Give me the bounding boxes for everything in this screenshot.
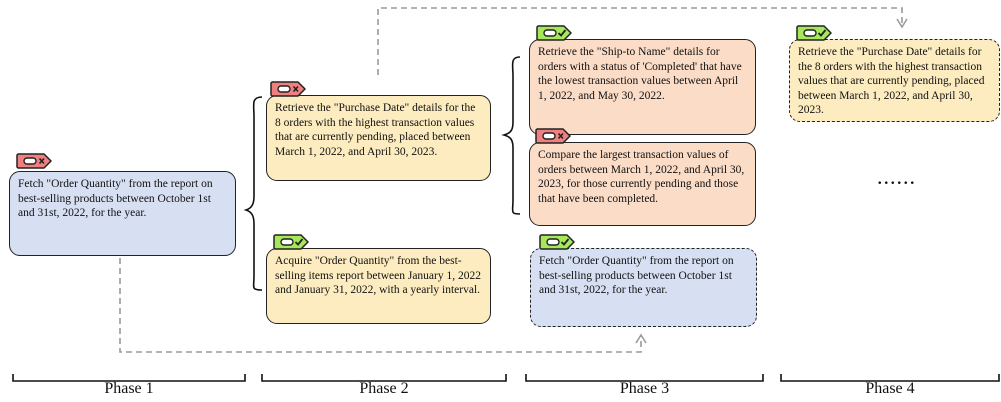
task-card-phase2-acquire: Acquire "Order Quantity" from the best-s… <box>266 248 491 324</box>
dashed-connector-p1-to-p3 <box>119 258 642 353</box>
red-ticket-cross-icon <box>535 128 571 144</box>
dashed-connector-p3-to-p4 <box>377 7 903 75</box>
task-card-phase2-retrieve-purchase: Retrieve the "Purchase Date" details for… <box>266 95 491 181</box>
phase-label-4: Phase 4 <box>865 380 915 397</box>
task-card-text: Retrieve the "Ship-to Name" details for … <box>538 46 742 102</box>
bracket-phase-1 <box>12 374 246 382</box>
brace-phase2 <box>243 96 263 291</box>
arrowhead-down <box>896 18 908 29</box>
arrowhead-up <box>635 333 647 344</box>
more-steps-ellipsis: ...... <box>877 164 916 189</box>
green-ticket-check-icon <box>536 25 572 41</box>
phase-label-1: Phase 1 <box>104 380 154 397</box>
task-card-phase3-ship-to: Retrieve the "Ship-to Name" details for … <box>529 39 756 135</box>
task-card-phase4-retrieve-purchase: Retrieve the "Purchase Date" details for… <box>789 39 1000 122</box>
bracket-phase-4 <box>780 374 1000 382</box>
green-ticket-check-icon <box>796 25 832 41</box>
phase-label-3: Phase 3 <box>619 380 670 397</box>
task-card-text: Compare the largest transaction values o… <box>538 149 745 205</box>
green-ticket-check-icon <box>539 234 575 250</box>
red-ticket-cross-icon <box>270 81 306 97</box>
green-ticket-check-icon <box>273 234 309 250</box>
task-card-text: Retrieve the "Purchase Date" details for… <box>275 102 476 158</box>
bracket-phase-3 <box>525 374 764 382</box>
brace-phase3 <box>501 56 521 215</box>
task-card-phase1-fetch: Fetch "Order Quantity" from the report o… <box>9 171 236 256</box>
bracket-phase-2 <box>261 374 507 382</box>
task-card-text: Fetch "Order Quantity" from the report o… <box>539 255 734 296</box>
task-card-text: Retrieve the "Purchase Date" details for… <box>798 46 985 116</box>
red-ticket-cross-icon <box>16 153 52 169</box>
task-card-text: Acquire "Order Quantity" from the best-s… <box>275 255 481 296</box>
phase-label-2: Phase 2 <box>359 380 409 397</box>
task-card-phase3-compare: Compare the largest transaction values o… <box>529 142 756 226</box>
task-card-text: Fetch "Order Quantity" from the report o… <box>18 178 213 219</box>
task-card-phase3-fetch: Fetch "Order Quantity" from the report o… <box>530 248 757 327</box>
